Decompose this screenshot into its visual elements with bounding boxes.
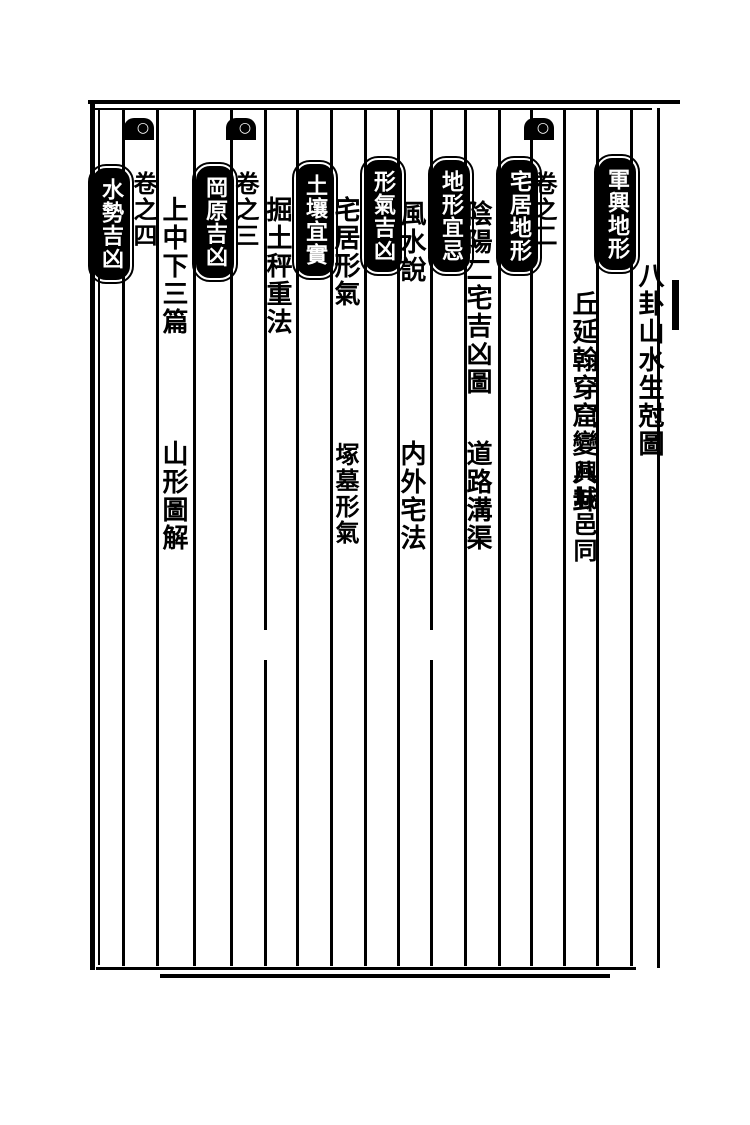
column-rule (530, 110, 533, 966)
column-rule (264, 660, 267, 966)
frame-left-border (90, 104, 95, 970)
volume-title: 卷之三 (231, 171, 260, 249)
column-rule (330, 110, 333, 966)
column-rule (193, 110, 196, 966)
column-rule (264, 110, 267, 630)
column-rule (464, 110, 467, 966)
volume-heading: ○ 卷之三 (226, 112, 260, 253)
column-rule (563, 110, 566, 966)
toc-entry: 八卦山水生尅圖 (634, 262, 664, 458)
toc-entry: 上中下三篇 (158, 196, 188, 336)
column-rule (498, 110, 501, 966)
toc-entry: 山形圖解 (158, 440, 188, 552)
column-rule (296, 110, 299, 966)
volume-marker-icon: ○ (226, 118, 256, 140)
section-badge: 軍興地形 (594, 154, 640, 274)
section-badge: 宅居地形 (496, 156, 542, 276)
toc-entry: 丘延翰穿窟變八卦 (568, 290, 598, 514)
column-rule (230, 110, 233, 966)
column-rule (430, 660, 433, 966)
frame-top-border (88, 100, 680, 104)
section-badge: 岡原吉凶 (192, 162, 238, 282)
volume-heading: ○ 卷之四 (124, 112, 158, 253)
toc-entry: 興城邑同 (569, 460, 598, 564)
frame-right-border (657, 108, 660, 968)
section-badge: 地形宜忌 (428, 156, 474, 276)
frame-bottom-outer-border (160, 974, 610, 978)
toc-entry: 宅居形氣 (330, 196, 360, 308)
section-badge: 土壤宜實 (292, 160, 338, 280)
column-rule (430, 110, 433, 630)
column-rule (596, 110, 599, 966)
volume-marker-icon: ○ (124, 118, 154, 140)
volume-marker-icon: ○ (524, 118, 554, 140)
section-badge: 形氣吉凶 (360, 156, 406, 276)
column-rule (364, 110, 367, 966)
frame-top-inner-border (92, 108, 652, 110)
volume-title: 卷之四 (129, 171, 158, 249)
toc-entry: 道路溝渠 (462, 440, 492, 552)
section-badge: 水勢吉凶 (88, 164, 134, 284)
column-rule (122, 110, 125, 966)
frame-left-inner-border (98, 110, 100, 965)
column-rule (630, 110, 633, 966)
toc-entry: 塚墓形氣 (331, 442, 360, 546)
column-rule (397, 110, 400, 966)
frame-right-fishtail-mark (672, 280, 679, 330)
frame-bottom-border (96, 967, 636, 970)
toc-entry: 掘土秤重法 (262, 196, 292, 336)
column-rule (156, 110, 159, 966)
toc-entry: 内外宅法 (396, 440, 426, 552)
